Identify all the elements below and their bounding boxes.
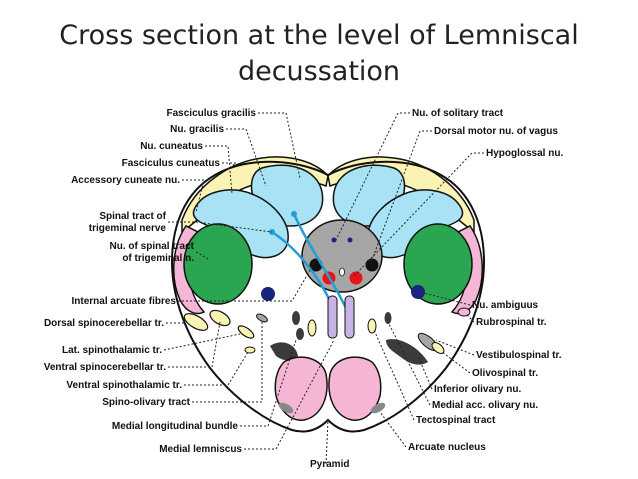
right-labels: Nu. of solitary tract Dorsal motor nu. o…: [310, 108, 563, 470]
label-ventral-spinocerebellar: Ventral spinocerebellar tr.: [44, 362, 166, 373]
medial-acc-olive-left: [307, 319, 317, 337]
label-arcuate-nucleus: Arcuate nucleus: [408, 442, 486, 453]
label-nu-cuneatus: Nu. cuneatus: [140, 141, 203, 152]
rubrospinal-right: [457, 307, 471, 317]
label-trigeminal-nerve: trigeminal nerve: [89, 223, 167, 234]
hypoglossal-nucleus-right: [349, 271, 363, 285]
nucleus-solitary-dot-right: [347, 237, 353, 243]
right-leader-lines: [325, 112, 484, 465]
label-of-trigeminal-n: of trigeminal n.: [122, 253, 194, 264]
label-lat-spinothalamic: Lat. spinothalamic tr.: [62, 345, 162, 356]
inferior-olive-left-2: [296, 328, 304, 340]
label-tectospinal-tract: Tectospinal tract: [416, 415, 496, 426]
label-inferior-olivary-nu: Inferior olivary nu.: [434, 384, 521, 395]
label-dorsal-spinocerebellar: Dorsal spinocerebellar tr.: [44, 318, 164, 329]
left-labels: Fasciculus gracilis Nu. gracilis Nu. cun…: [44, 108, 257, 455]
label-accessory-cuneate-nu: Accessory cuneate nu.: [71, 175, 180, 186]
label-spinal-tract-of: Spinal tract of: [99, 211, 166, 222]
lat-spinothalamic-left: [237, 325, 255, 339]
dorsal-spinocerebellar-left: [183, 313, 209, 331]
title-line-1: Cross section at the level of Lemniscal: [59, 20, 579, 51]
pyramid-right: [328, 356, 382, 421]
label-rubrospinal-tr: Rubrospinal tr.: [476, 317, 547, 328]
dorsal-motor-vagus-right: [365, 258, 379, 272]
label-pyramid: Pyramid: [310, 459, 349, 470]
label-ventral-spinothalamic: Ventral spinothalamic tr.: [66, 380, 182, 391]
central-gray: [301, 219, 383, 293]
ventral-spinocerebellar-left: [209, 309, 231, 327]
title-line-2: decussation: [237, 56, 401, 87]
arcuate-nucleus-right: [370, 402, 386, 414]
medial-acc-olive-right: [384, 312, 392, 324]
central-canal: [339, 267, 345, 277]
spino-olivary-left: [256, 313, 268, 323]
nucleus-spinal-trigeminal-right: [403, 223, 473, 305]
nucleus-spinal-trigeminal-left: [183, 223, 253, 305]
arcuate-nucleus-left: [278, 402, 294, 414]
nucleus-ambiguus-left: [261, 287, 275, 301]
nucleus-solitary-dot-left: [331, 237, 337, 243]
arcuate-fibre-end-2: [291, 211, 297, 217]
left-leader-lines: [163, 112, 335, 450]
label-nu-of-spinal-tract: Nu. of spinal tract: [110, 241, 195, 252]
label-fasciculus-cuneatus: Fasciculus cuneatus: [122, 158, 221, 169]
medial-lemniscus-strip-left: [327, 295, 338, 339]
label-nu-gracilis: Nu. gracilis: [170, 124, 224, 135]
label-vestibulospinal-tr: Vestibulospinal tr.: [476, 350, 562, 361]
pyramid-left: [274, 356, 328, 421]
label-medial-longitudinal-bundle: Medial longitudinal bundle: [112, 421, 239, 432]
label-hypoglossal-nu: Hypoglossal nu.: [486, 148, 563, 159]
label-fasciculus-gracilis: Fasciculus gracilis: [167, 108, 257, 119]
ventral-spinothalamic-left: [244, 346, 256, 354]
nucleus-ambiguus-right: [411, 285, 425, 299]
label-spino-olivary-tract: Spino-olivary tract: [102, 397, 190, 408]
label-internal-arcuate-fibres: Internal arcuate fibres: [72, 296, 177, 307]
label-olivospinal-tr: Olivospinal tr.: [472, 368, 538, 379]
tectospinal-right: [367, 318, 377, 334]
medial-lemniscus-strip-right: [344, 295, 355, 339]
label-medial-acc-olivary-nu: Medial acc. olivary nu.: [432, 400, 538, 411]
label-nu-ambiguus: Nu. ambiguus: [472, 300, 539, 311]
label-dorsal-motor-nu-vagus: Dorsal motor nu. of vagus: [434, 126, 558, 137]
inferior-olive-left-1: [292, 311, 300, 325]
label-medial-lemniscus: Medial lemniscus: [159, 444, 242, 455]
label-nu-solitary-tract: Nu. of solitary tract: [412, 108, 504, 119]
inferior-olive-right: [386, 339, 428, 365]
slide-title: Cross section at the level of Lemniscal …: [0, 18, 638, 90]
